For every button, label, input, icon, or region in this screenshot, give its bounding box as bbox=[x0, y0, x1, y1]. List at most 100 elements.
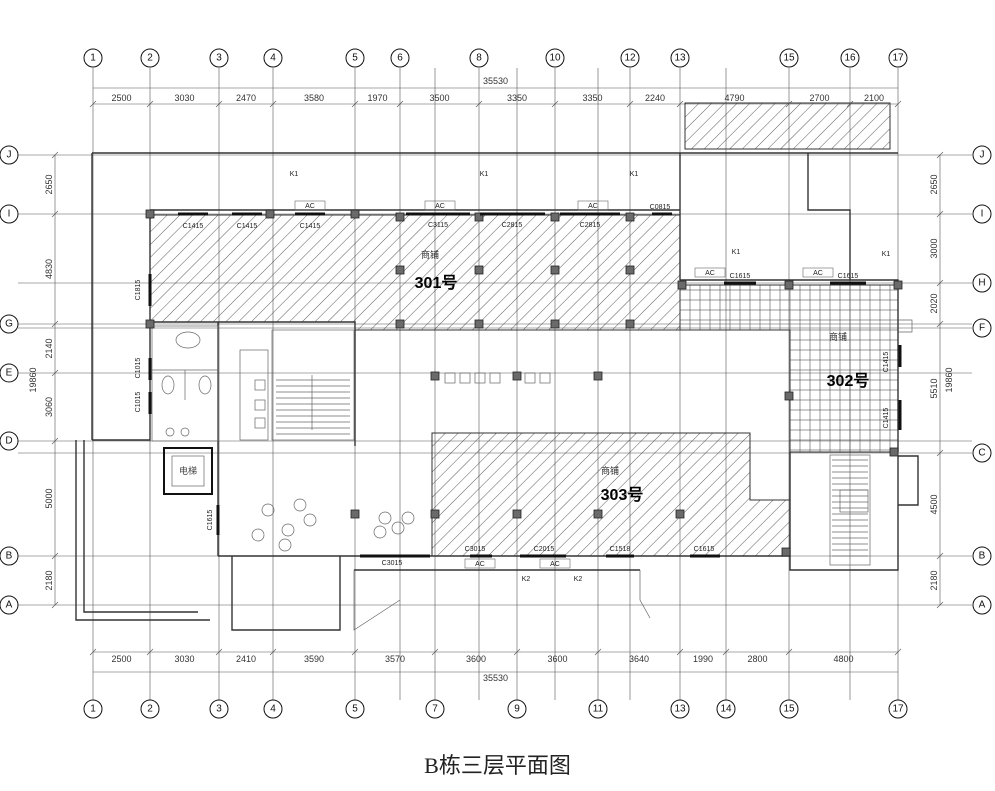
dimension-value: 2180 bbox=[929, 570, 939, 590]
axis-marker-top: 16 bbox=[840, 48, 860, 68]
dimension-tick bbox=[513, 648, 521, 656]
column bbox=[350, 209, 360, 219]
axis-marker-top: 17 bbox=[888, 48, 908, 68]
dimension-value: 2140 bbox=[44, 338, 54, 358]
axis-marker-top: 4 bbox=[263, 48, 283, 68]
ac-label: AC bbox=[705, 270, 715, 277]
axis-circle bbox=[345, 699, 365, 719]
axis-label: G bbox=[5, 319, 13, 330]
axis-circle bbox=[0, 204, 19, 224]
column bbox=[265, 209, 275, 219]
dimension-tick bbox=[676, 100, 684, 108]
ac-label: AC bbox=[550, 561, 560, 568]
axis-marker-top: 15 bbox=[779, 48, 799, 68]
column bbox=[395, 212, 405, 222]
dimension-value: 3030 bbox=[174, 654, 194, 664]
axis-circle bbox=[972, 443, 992, 463]
column bbox=[677, 280, 687, 290]
dimension-value: 2650 bbox=[44, 174, 54, 194]
axis-label: 17 bbox=[892, 53, 904, 64]
axis-circle bbox=[263, 699, 283, 719]
axis-circle bbox=[263, 48, 283, 68]
dimension-tick bbox=[51, 210, 59, 218]
axis-circle bbox=[972, 318, 992, 338]
axis-label: 4 bbox=[270, 53, 276, 64]
axis-circle bbox=[425, 699, 445, 719]
axis-label: J bbox=[7, 150, 12, 161]
dimension-tick bbox=[351, 100, 359, 108]
axis-circle bbox=[0, 314, 19, 334]
axis-label: 2 bbox=[147, 704, 153, 715]
k1-label: K1 bbox=[630, 171, 639, 178]
ac-label: AC bbox=[475, 561, 485, 568]
axis-circle bbox=[345, 48, 365, 68]
axis-marker-top: 6 bbox=[390, 48, 410, 68]
axis-label: 3 bbox=[216, 704, 222, 715]
axis-marker-bottom: 4 bbox=[263, 699, 283, 719]
window-label: C1815 bbox=[135, 280, 142, 301]
dimension-tick bbox=[722, 648, 730, 656]
dimension-tick bbox=[676, 648, 684, 656]
column bbox=[889, 447, 899, 457]
axis-marker-left: B bbox=[0, 546, 19, 566]
column bbox=[781, 547, 791, 557]
column bbox=[675, 509, 685, 519]
column bbox=[395, 319, 405, 329]
axis-circle bbox=[0, 546, 19, 566]
axis-marker-bottom: 1 bbox=[83, 699, 103, 719]
dimension-tick bbox=[146, 100, 154, 108]
dimension-tick bbox=[51, 369, 59, 377]
room-use-label: 商铺 bbox=[601, 465, 619, 476]
column bbox=[474, 212, 484, 222]
dimension-tick bbox=[894, 648, 902, 656]
room-number-label: 301号 bbox=[415, 274, 458, 292]
drawing-title: B栋三层平面图 bbox=[424, 753, 571, 778]
dimension-value: 2180 bbox=[44, 570, 54, 590]
axis-label: 1 bbox=[90, 704, 96, 715]
dimension-tick bbox=[269, 648, 277, 656]
column bbox=[550, 319, 560, 329]
ac-unit-box bbox=[577, 200, 609, 211]
axis-marker-top: 10 bbox=[545, 48, 565, 68]
room-use-label: 商铺 bbox=[829, 331, 847, 342]
window-label: C1015 bbox=[135, 392, 142, 413]
axis-circle bbox=[972, 546, 992, 566]
dimension-value: 2410 bbox=[236, 654, 256, 664]
column bbox=[430, 371, 440, 381]
axis-circle bbox=[469, 48, 489, 68]
dimension-tick bbox=[51, 437, 59, 445]
axis-circle bbox=[620, 48, 640, 68]
k1-label: K1 bbox=[732, 249, 741, 256]
ac-unit-box bbox=[294, 200, 326, 211]
axis-marker-top: 3 bbox=[209, 48, 229, 68]
axis-circle bbox=[545, 48, 565, 68]
axis-label: D bbox=[5, 436, 12, 447]
dimension-value: 2700 bbox=[809, 93, 829, 103]
axis-circle bbox=[140, 699, 160, 719]
axis-circle bbox=[972, 273, 992, 293]
axis-circle bbox=[83, 699, 103, 719]
axis-label: 16 bbox=[844, 53, 856, 64]
column bbox=[395, 265, 405, 275]
column bbox=[893, 280, 903, 290]
window-label: C1415 bbox=[883, 352, 890, 373]
axis-label: 13 bbox=[674, 704, 686, 715]
axis-label: F bbox=[979, 323, 985, 334]
k2-label: K2 bbox=[574, 576, 583, 583]
axis-circle bbox=[0, 595, 19, 615]
axis-label: 2 bbox=[147, 53, 153, 64]
dimension-tick bbox=[626, 100, 634, 108]
axis-label: 11 bbox=[593, 704, 604, 715]
dimension-tick bbox=[215, 648, 223, 656]
column bbox=[625, 265, 635, 275]
column bbox=[625, 212, 635, 222]
axis-circle bbox=[888, 48, 908, 68]
axis-label: J bbox=[980, 150, 985, 161]
axis-circle bbox=[888, 699, 908, 719]
ac-unit-box bbox=[424, 200, 456, 211]
dimension-value: 1990 bbox=[693, 654, 713, 664]
dimension-tick bbox=[215, 100, 223, 108]
dimension-value: 3600 bbox=[466, 654, 486, 664]
